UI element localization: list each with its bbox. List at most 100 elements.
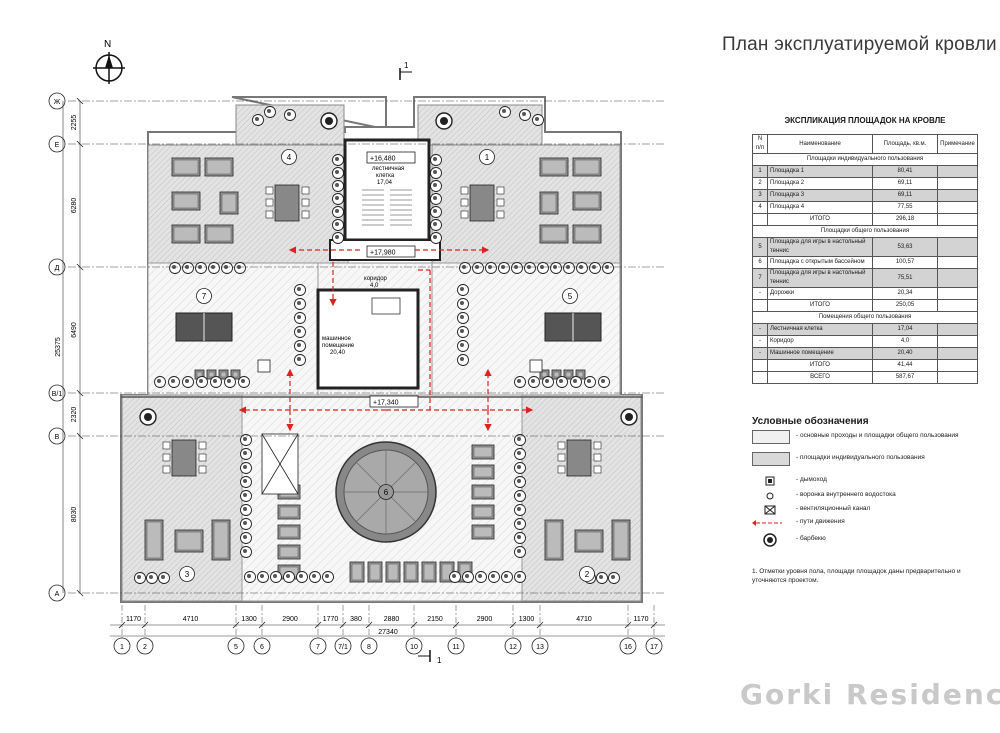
tree-icon: [240, 448, 252, 460]
row-axis-marker: [48, 92, 66, 110]
sofa-icon: [403, 561, 419, 583]
svg-text:+17,340: +17,340: [373, 400, 399, 407]
col-axis-label: 10: [410, 644, 418, 651]
corridor-label-line2: 4,0: [370, 283, 379, 289]
col-axis-label: 7/1: [338, 644, 348, 651]
sofa-icon: [171, 157, 201, 177]
cell-note: [937, 256, 978, 269]
zone-marker: [179, 566, 195, 582]
tree-icon: [459, 262, 471, 274]
sofa-icon: [230, 369, 241, 380]
cell-note: [937, 287, 978, 300]
brand-watermark: Gorki Residence: [740, 678, 1000, 711]
tree-icon: [168, 376, 180, 388]
tree-icon: [240, 532, 252, 544]
cell-area: 77,55: [872, 201, 938, 214]
col-axis-marker: [113, 637, 131, 655]
tree-icon: [224, 376, 236, 388]
tree-icon: [240, 476, 252, 488]
tree-icon: [238, 376, 250, 388]
tree-icon: [296, 571, 308, 583]
cell-name: Коридор: [767, 335, 873, 348]
sofa-icon: [277, 524, 301, 540]
cell-name: Площадка для игры в настольный теннис: [767, 268, 873, 288]
cell-area: 75,51: [872, 268, 938, 288]
sofa-icon: [204, 224, 234, 244]
svg-text:+16,480: +16,480: [370, 156, 396, 163]
cell-area: 587,67: [872, 371, 938, 384]
row-total-dimension: 25375: [55, 337, 62, 357]
tree-icon: [514, 376, 526, 388]
sofa-icon: [574, 529, 604, 553]
row-dimension: 2320: [71, 407, 78, 423]
zone-number: 1: [485, 153, 490, 162]
stair-label-line3: 17,04: [377, 180, 393, 186]
tree-icon: [514, 571, 526, 583]
cell-name: Машинное помещение: [767, 347, 873, 360]
furniture: [144, 157, 631, 583]
col-dimension: 1300: [519, 616, 535, 623]
row-axis-marker: [48, 135, 66, 153]
machine-label-line2: помещение: [322, 343, 355, 349]
legend-label: - пути движения: [796, 518, 845, 525]
row-axis-label: В: [55, 434, 60, 441]
tree-icon: [240, 518, 252, 530]
table-row: Площадки индивидуального пользования: [752, 153, 978, 166]
cell-name: Дорожки: [767, 287, 873, 300]
sofa-icon: [171, 224, 201, 244]
legend-label: - дымоход: [796, 476, 827, 483]
tree-icon: [514, 490, 526, 502]
legend-label: - вентиляционный канал: [796, 505, 871, 512]
tree-icon: [332, 167, 344, 179]
route-arrow-icon: [752, 520, 782, 526]
zone-number: 3: [185, 570, 190, 579]
col-axis-marker: [405, 637, 423, 655]
cell-name: ВСЕГО: [767, 371, 873, 384]
sofa-icon: [367, 561, 383, 583]
tree-icon: [270, 571, 282, 583]
sofa-icon: [539, 191, 559, 215]
tree-icon: [283, 571, 295, 583]
zone-number: 2: [585, 570, 590, 579]
section-header: Площадки индивидуального пользования: [752, 153, 978, 166]
tree-icon: [596, 572, 608, 584]
tree-icon: [524, 262, 536, 274]
page-title: План эксплуатируемой кровли: [722, 34, 997, 55]
barbecue-icon: [435, 112, 453, 130]
barbecue-group: [139, 112, 638, 426]
sofa-icon: [539, 224, 569, 244]
section-marker-bottom: 1: [418, 650, 442, 665]
route-paths: [238, 246, 534, 432]
sofa-icon: [421, 561, 437, 583]
tree-icon: [511, 262, 523, 274]
legend-item: - барбекю: [752, 533, 978, 547]
stair-label-line2: клетка: [376, 173, 395, 179]
cell-note: [937, 347, 978, 360]
col-axis-marker: [504, 637, 522, 655]
zone-marker: [562, 288, 578, 304]
sofa-icon: [544, 519, 564, 561]
row-axis-label: А: [55, 591, 60, 598]
tree-icon: [589, 262, 601, 274]
legend-item: - воронка внутреннего водостока: [752, 489, 978, 503]
sofa-icon: [471, 484, 495, 500]
col-dimension: 1770: [323, 616, 339, 623]
cell-note: [937, 213, 978, 226]
tree-icon: [514, 434, 526, 446]
cell-number: -: [752, 335, 768, 348]
sofa-icon: [563, 369, 574, 380]
tree-icon: [514, 546, 526, 558]
cell-name: Площадка 3: [767, 189, 873, 202]
tree-icon: [332, 206, 344, 218]
dark-hatch-swatch: [752, 452, 790, 466]
tree-icon: [146, 572, 158, 584]
col-header-note: Примечание: [937, 134, 978, 154]
dining-table-icon: [162, 439, 207, 477]
sofa-icon: [471, 464, 495, 480]
col-dimension: 4710: [183, 616, 199, 623]
